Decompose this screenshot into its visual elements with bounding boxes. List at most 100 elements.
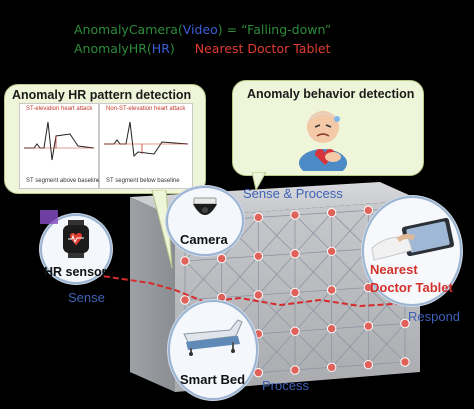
ecg-right-trace (104, 121, 189, 158)
grid-link (294, 251, 332, 293)
label-respond: Respond (408, 309, 461, 324)
grid-link (258, 330, 296, 335)
network-node-dot (363, 282, 374, 293)
grid-link (258, 369, 296, 374)
grid-link (368, 361, 406, 366)
network-node-dot (253, 290, 264, 300)
network-node-dot (326, 207, 337, 218)
grid-link (294, 289, 332, 293)
grid-link (331, 287, 369, 329)
smart-bed-node: Smart Bed (168, 300, 258, 400)
grid-link (331, 287, 369, 291)
network-node-dot (180, 256, 190, 266)
network-node-dot (290, 249, 300, 259)
network-node-dot (180, 295, 190, 305)
hr-sensor-node (40, 214, 112, 284)
network-node-dot (326, 323, 337, 334)
grid-link (331, 325, 369, 330)
doctor-tablet-icon (371, 217, 455, 261)
network-node-dot (216, 253, 227, 264)
patient-chest-pain-icon (299, 111, 347, 171)
hr-sensor-label: HR sensor (44, 265, 107, 279)
hospital-bed-icon (183, 319, 243, 356)
network-node-dot (290, 326, 300, 336)
smartwatch-icon (63, 220, 89, 258)
network-node-dot (363, 359, 374, 370)
grid-link (331, 210, 369, 252)
grid-link (221, 255, 259, 259)
code-camera-prefix: AnomalyCamera( (74, 22, 183, 37)
code-hr-suffix: ) (169, 41, 175, 56)
callout-behavior: Anomaly behavior detection (232, 80, 424, 176)
doctor-tablet-node: Nearest Doctor Tablet (362, 196, 462, 306)
ecg-left-title: ST-elevation heart attack (26, 106, 93, 112)
network-node-dot (326, 285, 337, 295)
code-camera-suffix: ) = “Falling-down” (217, 22, 332, 37)
network-node-dot (290, 287, 300, 298)
grid-link (331, 364, 369, 368)
grid-link (258, 214, 296, 257)
smart-bed-label: Smart Bed (180, 372, 246, 387)
grid-link (258, 292, 296, 335)
alert-path (94, 274, 411, 308)
grid-link (258, 253, 296, 257)
ecg-left-trace (24, 121, 95, 161)
network-node-dot (326, 246, 337, 257)
grid-link (221, 255, 259, 298)
network-node-dot (253, 367, 264, 378)
network-node-dot (400, 357, 410, 367)
network-node-dot (290, 210, 300, 220)
behavior-callout-pointer (252, 172, 267, 192)
network-node-dot (290, 365, 300, 375)
grid-link (368, 323, 406, 365)
ecg-panel-left: ST-elevation heart attack ST segment abo… (19, 103, 101, 189)
ecg-left-caption: ST segment above baseline (26, 178, 101, 184)
grid-link (258, 292, 296, 296)
dome-camera-icon (193, 197, 217, 215)
code-hr-target: Nearest Doctor Tablet (194, 41, 331, 56)
grid-link (294, 289, 332, 332)
callout-behavior-title: Anomaly behavior detection (247, 87, 415, 101)
callout-hr-pattern: Anomaly HR pattern detection ST-elevatio… (4, 84, 206, 194)
camera-label: Camera (180, 232, 228, 247)
grid-link (294, 328, 332, 332)
grid-link (258, 330, 296, 373)
grid-link (258, 253, 296, 296)
grid-link (294, 328, 332, 371)
box-left-face (130, 197, 175, 392)
grid-link (184, 297, 222, 301)
grid-link (294, 366, 332, 371)
ecg-right-caption: ST segment below baseline (106, 178, 180, 184)
code-line-hr: AnomalyHR(HR) Nearest Doctor Tablet (74, 41, 330, 56)
grid-link (184, 258, 222, 301)
doctor-label-line1: Nearest (370, 262, 418, 277)
ecg-panel-right: Non-ST-elevation heart attack ST segment… (99, 103, 193, 189)
callout-hr-title: Anomaly HR pattern detection (12, 88, 192, 102)
camera-node: Camera (166, 186, 244, 256)
purple-device-icon (40, 210, 58, 224)
grid-link (221, 217, 259, 259)
doctor-label-line2: Doctor Tablet (370, 280, 453, 295)
code-line-camera: AnomalyCamera(Video) = “Falling-down” (74, 22, 331, 37)
grid-link (368, 323, 406, 327)
label-sense: Sense (68, 290, 105, 305)
network-node-dot (253, 212, 264, 223)
grid-link (294, 250, 332, 255)
grid-link (258, 214, 296, 218)
grid-link (294, 212, 332, 216)
grid-link (184, 258, 222, 262)
ecg-right-title: Non-ST-elevation heart attack (106, 106, 186, 112)
network-node-dot (400, 318, 410, 329)
code-hr-arg: HR (151, 41, 170, 56)
grid-link (331, 209, 369, 214)
code-hr-prefix: AnomalyHR( (74, 41, 152, 56)
label-process: Process (262, 378, 309, 393)
grid-link (331, 325, 369, 368)
grid-link (294, 212, 332, 255)
network-node-dot (326, 362, 337, 373)
network-node-dot (253, 251, 264, 261)
grid-link (221, 294, 259, 298)
network-node-dot (363, 321, 374, 331)
label-sense-process: Sense & Process (243, 186, 343, 201)
